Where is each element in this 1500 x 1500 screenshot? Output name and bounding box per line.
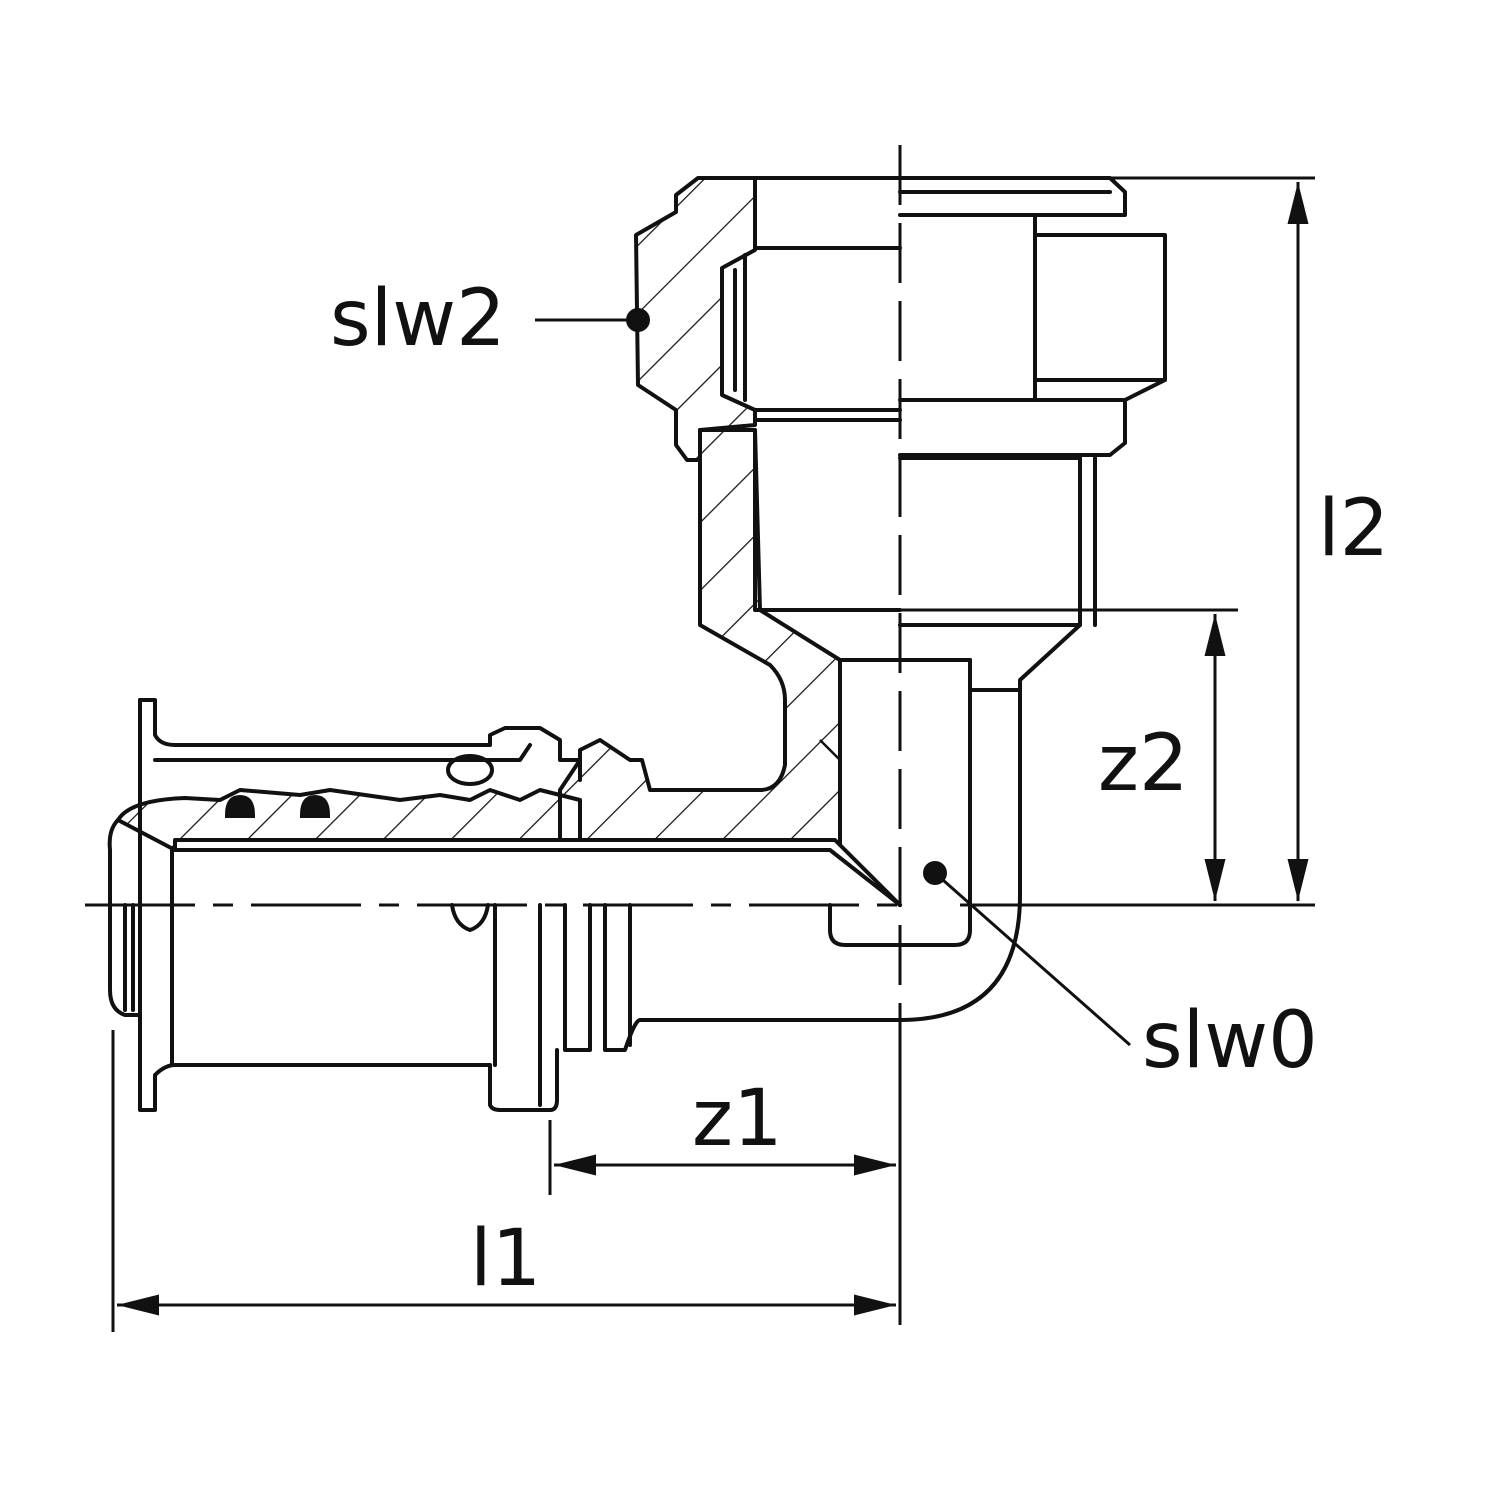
slw0-leader-dot [923, 861, 947, 885]
o-ring-1 [225, 795, 255, 818]
label-slw0: slw0 [1142, 996, 1318, 1086]
dimensions [111, 176, 1315, 1332]
union-nut [634, 176, 1167, 462]
slw2-leader-dot [626, 308, 650, 332]
label-l2: l2 [1318, 484, 1390, 574]
label-l1: l1 [470, 1214, 542, 1304]
elbow-body-upper [558, 428, 1097, 1022]
label-z1: z1 [692, 1074, 783, 1164]
slw0-leader [934, 871, 1131, 1047]
label-slw2: slw2 [330, 274, 506, 364]
centerlines [85, 145, 1315, 1325]
o-ring-2 [300, 795, 330, 818]
label-z2: z2 [1098, 719, 1189, 809]
press-sleeve [107, 698, 902, 1112]
